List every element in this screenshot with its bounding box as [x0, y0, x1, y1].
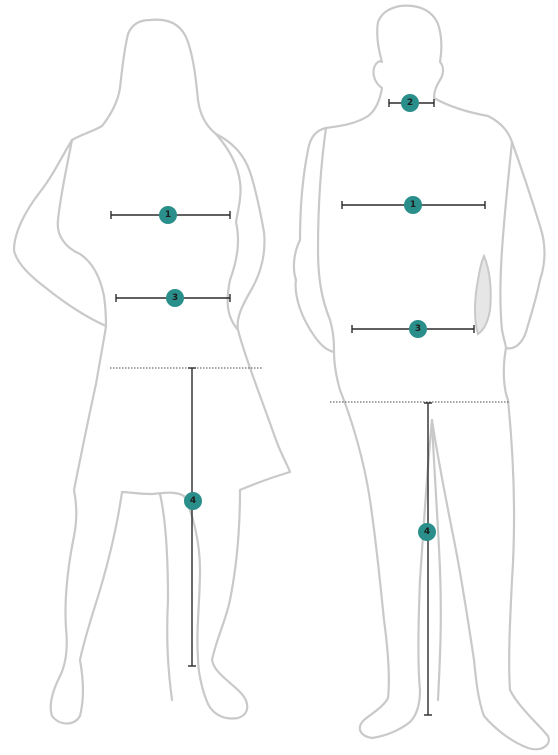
- man-inseam-measure: [424, 403, 432, 715]
- man-chest-badge: 1: [404, 196, 422, 214]
- woman-silhouette: [14, 20, 290, 724]
- man-figure: 2 1 3 4: [294, 6, 549, 750]
- man-right-arm-contour: [501, 142, 513, 348]
- woman-hip-badge: 3: [166, 289, 184, 307]
- svg-text:4: 4: [424, 527, 430, 537]
- woman-chest-badge: 1: [159, 206, 177, 224]
- woman-figure: 1 3 4: [14, 20, 290, 724]
- man-waist-badge: 3: [409, 320, 427, 338]
- svg-text:1: 1: [165, 210, 171, 220]
- woman-inseam-measure: [188, 368, 196, 666]
- man-pocket: [475, 256, 491, 334]
- woman-inseam-badge: 4: [184, 492, 202, 510]
- woman-left-arm-contour: [58, 140, 106, 326]
- man-left-arm-contour: [318, 128, 334, 352]
- svg-text:4: 4: [190, 496, 196, 506]
- man-silhouette: [294, 6, 549, 750]
- man-inseam-badge: 4: [418, 523, 436, 541]
- svg-text:3: 3: [415, 324, 421, 334]
- man-neck-badge: 2: [401, 94, 419, 112]
- woman-inner-leg-contour: [160, 494, 172, 700]
- woman-right-arm-contour: [216, 134, 241, 330]
- svg-text:1: 1: [410, 200, 416, 210]
- svg-text:2: 2: [407, 98, 413, 108]
- svg-text:3: 3: [172, 293, 178, 303]
